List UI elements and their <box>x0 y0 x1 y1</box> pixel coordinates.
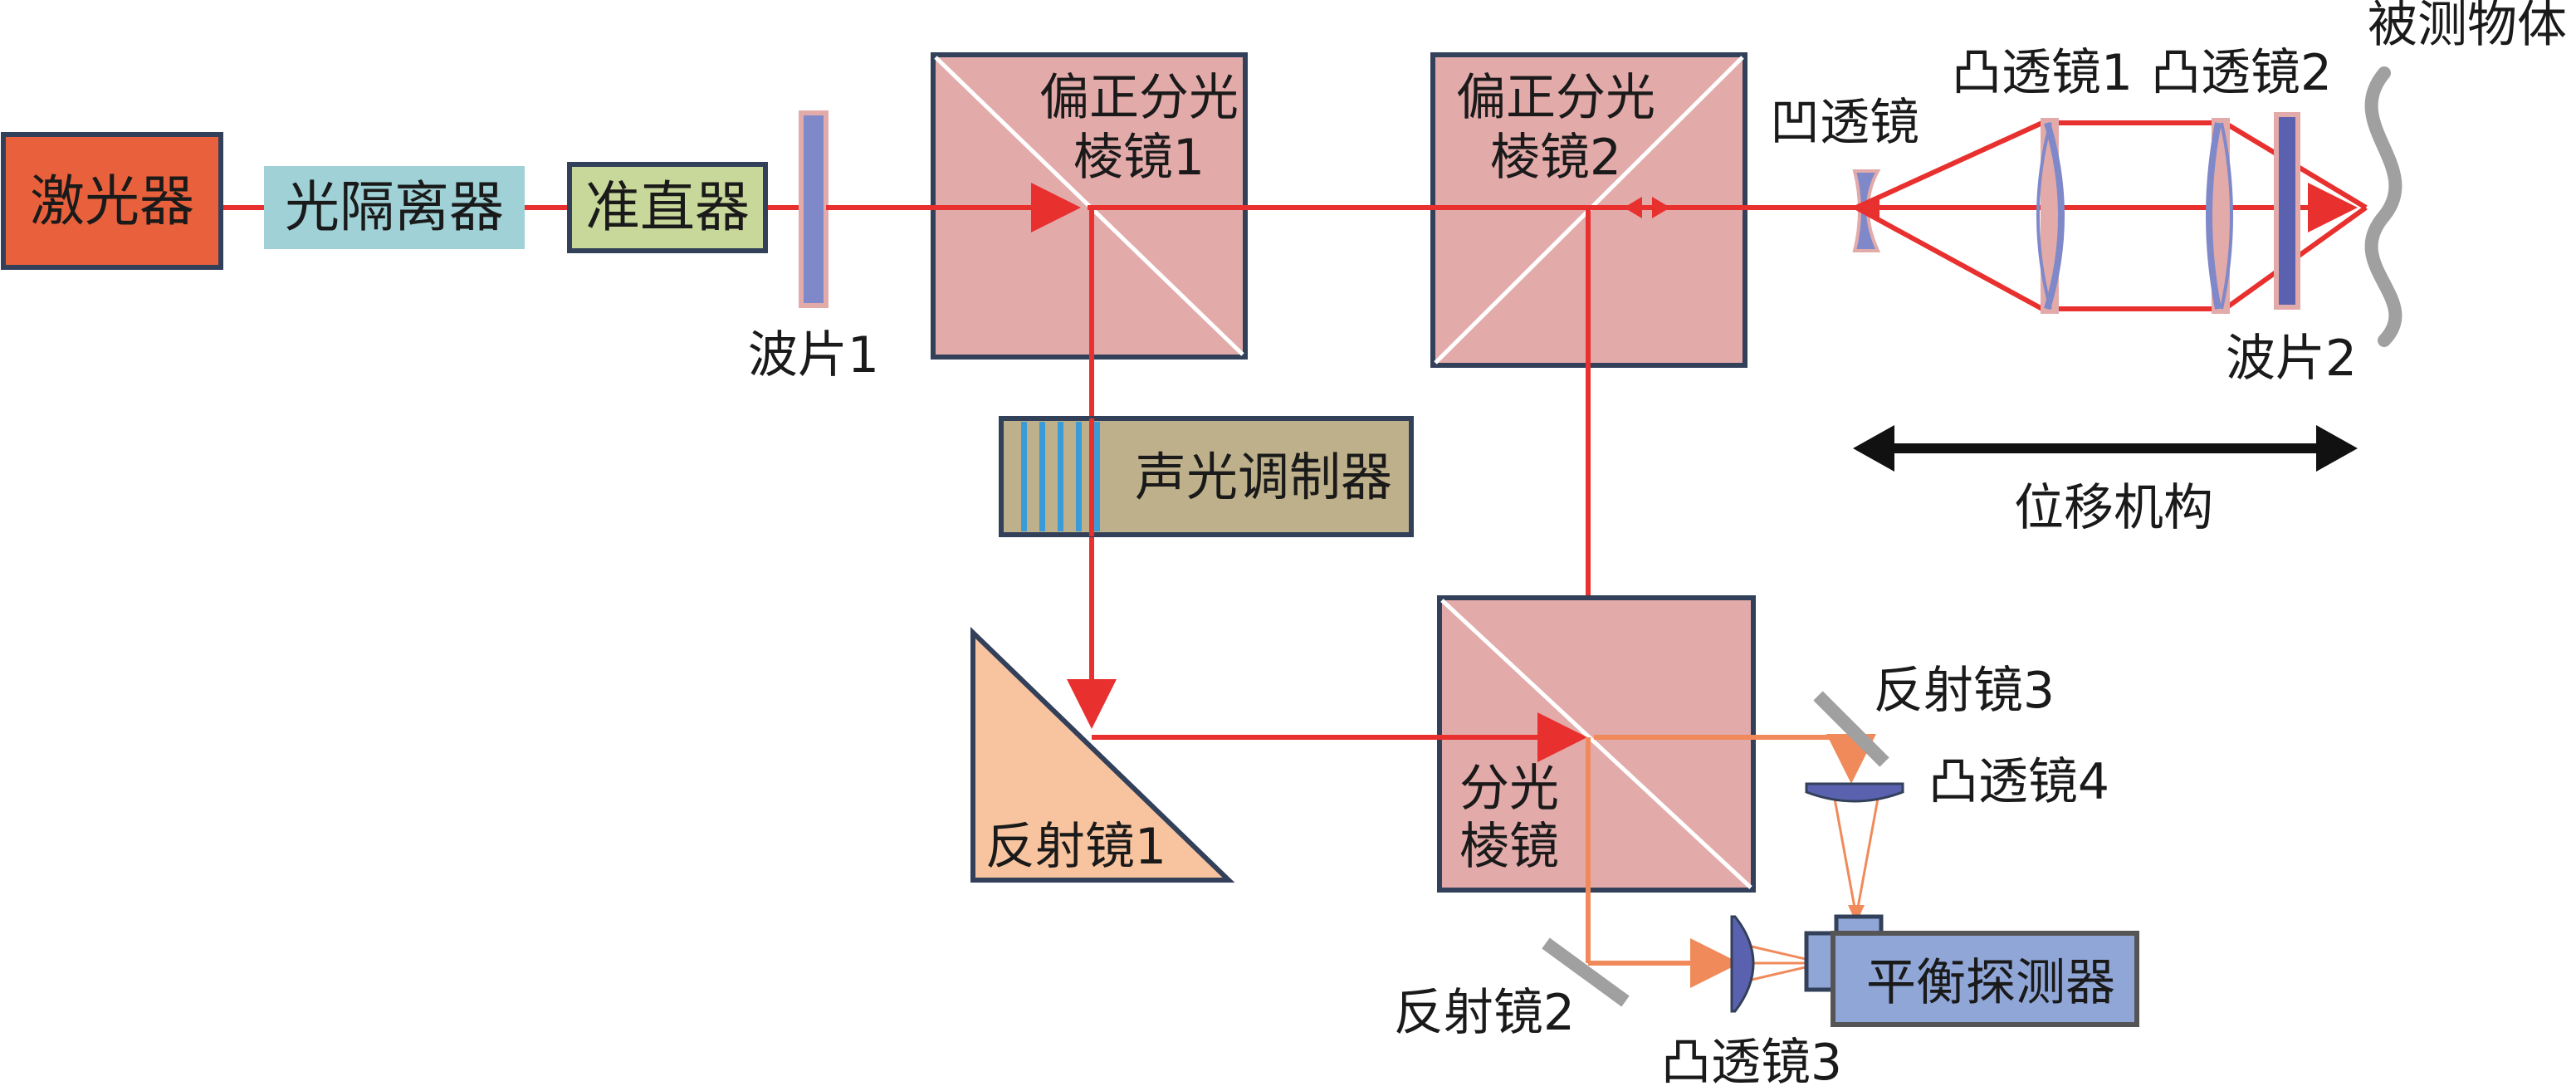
bs-label-line2: 棱镜 <box>1459 818 1559 876</box>
convex-lens1 <box>2036 118 2065 314</box>
mirror2 <box>1542 937 1630 1007</box>
convex-lens4-label: 凸透镜4 <box>1928 753 2109 811</box>
convex-lens4 <box>1805 782 1904 803</box>
mirror3-label: 反射镜3 <box>1874 662 2055 720</box>
collimator-box: 准直器 <box>567 162 768 253</box>
mirror1-label: 反射镜1 <box>985 818 1166 876</box>
waveplate2-label: 波片2 <box>2226 330 2357 388</box>
balanced-detector <box>1804 914 2139 1027</box>
convex-lens3-label: 凸透镜3 <box>1661 1034 1842 1086</box>
aom-label: 声光调制器 <box>1135 447 1392 507</box>
laser-label: 激光器 <box>30 169 194 233</box>
beam-arrow-back <box>1624 197 1642 218</box>
detector-label: 平衡探测器 <box>1866 954 2115 1012</box>
beam-splitter-prism <box>1437 595 1756 893</box>
isolator-box: 光隔离器 <box>264 166 525 249</box>
collimator-label: 准直器 <box>585 175 750 239</box>
beam-lens4-arrowhead <box>1848 905 1865 923</box>
measured-object <box>2364 66 2402 347</box>
bs-label-line1: 分光 <box>1459 760 1559 818</box>
waveplate2 <box>2274 112 2300 310</box>
concave-lens-label: 凹透镜 <box>1770 94 1919 152</box>
isolator-label: 光隔离器 <box>285 175 504 239</box>
pbs2-label-line2: 棱镜2 <box>1490 129 1621 187</box>
waveplate1 <box>799 110 829 308</box>
mirror1 <box>970 626 1235 883</box>
displacement-label: 位移机构 <box>2014 479 2213 537</box>
laser-box: 激光器 <box>1 132 223 270</box>
waveplate1-label: 波片1 <box>748 326 879 384</box>
pbs1-label-line2: 棱镜1 <box>1073 129 1205 187</box>
convex-lens2-label: 凸透镜2 <box>2151 44 2332 102</box>
pbs2-label-line1: 偏正分光 <box>1456 69 1655 127</box>
beam-arrow-forward <box>1652 197 1670 218</box>
aom-box <box>999 416 1414 537</box>
mirror3 <box>1813 691 1889 767</box>
mirror2-label: 反射镜2 <box>1394 984 1575 1042</box>
convex-lens2 <box>2206 118 2233 314</box>
convex-lens1-label: 凸透镜1 <box>1952 44 2133 102</box>
displacement-arrow <box>1853 425 2358 472</box>
beam-lens4-to-detector-a <box>1833 798 1858 917</box>
object-label: 被测物体 <box>2368 0 2567 54</box>
convex-lens3 <box>1730 915 1755 1013</box>
pbs1-label-line1: 偏正分光 <box>1039 69 1239 127</box>
beam-return-arrow <box>1856 196 1879 219</box>
beam-lens4-to-detector-b <box>1855 798 1879 917</box>
